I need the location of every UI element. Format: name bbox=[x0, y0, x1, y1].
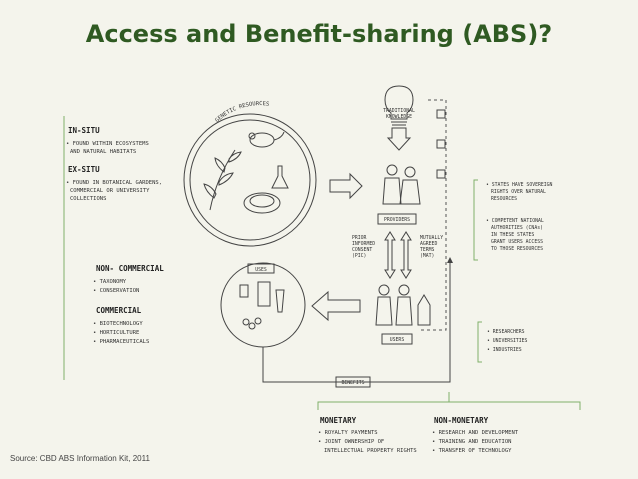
dashed-marker-3 bbox=[436, 169, 446, 179]
animal-sketch bbox=[248, 131, 285, 148]
flask-sketch bbox=[271, 165, 289, 189]
user-type-2: • UNIVERSITIES bbox=[487, 338, 528, 344]
dashed-connector bbox=[420, 99, 447, 331]
providers-figures bbox=[382, 164, 421, 205]
pic-line-2: INFORMED bbox=[352, 241, 375, 247]
ex-situ-line-2: COMMERCIAL OR UNIVERSITY bbox=[70, 188, 150, 194]
lightbulb-icon bbox=[384, 85, 414, 126]
mat-line-4: (MAT) bbox=[420, 253, 434, 259]
cnas-line-2: AUTHORITIES (CNAs) bbox=[491, 225, 543, 231]
uses-box bbox=[247, 263, 275, 274]
user-type-3: • INDUSTRIES bbox=[487, 347, 522, 353]
arrow-knowledge-to-providers bbox=[386, 127, 412, 151]
users-box bbox=[381, 333, 413, 345]
pic-line-1: PRIOR bbox=[352, 235, 367, 241]
traditional-knowledge-label-1: TRADITIONAL bbox=[383, 108, 415, 114]
cnas-line-4: GRANT USERS ACCESS bbox=[491, 239, 543, 245]
non-commercial-heading: NON- COMMERCIAL bbox=[96, 264, 164, 273]
monetary-line-1: • ROYALTY PAYMENTS bbox=[318, 430, 378, 436]
benefits-bracket bbox=[317, 401, 581, 410]
ex-situ-line-3: COLLECTIONS bbox=[70, 196, 106, 202]
arrow-mat-down bbox=[400, 231, 412, 279]
plant-sketch bbox=[203, 149, 242, 211]
benefits-box bbox=[335, 376, 371, 388]
users-figures bbox=[375, 284, 431, 326]
pic-line-4: (PIC) bbox=[352, 253, 366, 259]
benefits-flow-line bbox=[262, 257, 453, 383]
states-line-2: RIGHTS OVER NATURAL bbox=[491, 189, 546, 195]
non-monetary-line-1: • RESEARCH AND DEVELOPMENT bbox=[432, 430, 519, 436]
commercial-line-2: • HORTICULTURE bbox=[93, 330, 139, 336]
arrow-to-providers bbox=[329, 172, 363, 200]
cnas-line-5: TO THOSE RESOURCES bbox=[491, 246, 543, 252]
monetary-heading: MONETARY bbox=[320, 416, 357, 425]
ex-situ-line-1: • FOUND IN BOTANICAL GARDENS, bbox=[66, 180, 162, 186]
providers-box bbox=[377, 213, 417, 225]
user-type-1: • RESEARCHERS bbox=[487, 329, 525, 335]
petri-dish-sketch bbox=[243, 192, 281, 214]
arrow-to-uses bbox=[311, 290, 361, 322]
in-situ-line-2: AND NATURAL HABITATS bbox=[70, 149, 136, 155]
users-label: USERS bbox=[390, 337, 405, 343]
non-commercial-line-1: • TAXONOMY bbox=[93, 279, 127, 285]
uses-circle bbox=[220, 262, 306, 348]
non-monetary-line-2: • TRAINING AND EDUCATION bbox=[432, 439, 511, 445]
cnas-line-3: IN THESE STATES bbox=[491, 232, 534, 238]
mat-line-1: MUTUALLY bbox=[420, 235, 443, 241]
commercial-line-1: • BIOTECHNOLOGY bbox=[93, 321, 143, 327]
users-bracket bbox=[477, 321, 482, 363]
non-monetary-heading: NON-MONETARY bbox=[434, 416, 489, 425]
in-situ-heading: IN-SITU bbox=[68, 126, 100, 135]
non-commercial-line-2: • CONSERVATION bbox=[93, 288, 139, 294]
monetary-line-3: INTELLECTUAL PROPERTY RIGHTS bbox=[324, 448, 417, 454]
providers-label: PROVIDERS bbox=[384, 217, 410, 223]
mat-line-2: AGREED bbox=[420, 241, 437, 247]
traditional-knowledge-label-2: KNOWLEDGE bbox=[386, 114, 412, 120]
commercial-line-3: • PHARMACEUTICALS bbox=[93, 339, 149, 345]
in-situ-line-1: • FOUND WITHIN ECOSYSTEMS bbox=[66, 141, 149, 147]
monetary-line-2: • JOINT OWNERSHIP OF bbox=[318, 439, 384, 445]
lab-sketches bbox=[239, 281, 285, 330]
commercial-heading: COMMERCIAL bbox=[96, 306, 142, 315]
dashed-marker-2 bbox=[436, 139, 446, 149]
non-monetary-line-3: • TRANSFER OF TECHNOLOGY bbox=[432, 448, 512, 454]
source-caption: Source: CBD ABS Information Kit, 2011 bbox=[10, 454, 150, 463]
page-title: Access and Benefit-sharing (ABS)? bbox=[85, 20, 553, 48]
ex-situ-heading: EX-SITU bbox=[68, 165, 100, 174]
genetic-resources-inner-circle bbox=[189, 119, 311, 241]
states-line-1: • STATES HAVE SOVEREIGN bbox=[486, 182, 553, 188]
states-bracket bbox=[473, 179, 478, 261]
benefits-label: BENEFITS bbox=[341, 380, 364, 386]
cnas-line-1: • COMPETENT NATIONAL bbox=[486, 218, 544, 224]
arrow-pic-up bbox=[384, 231, 396, 279]
pic-line-3: CONSENT bbox=[352, 247, 372, 253]
uses-label: USES bbox=[255, 267, 267, 273]
dashed-marker-1 bbox=[436, 109, 446, 119]
mat-line-3: TERMS bbox=[420, 247, 435, 253]
genetic-resources-circle bbox=[183, 113, 317, 247]
states-line-3: RESOURCES bbox=[491, 196, 517, 202]
